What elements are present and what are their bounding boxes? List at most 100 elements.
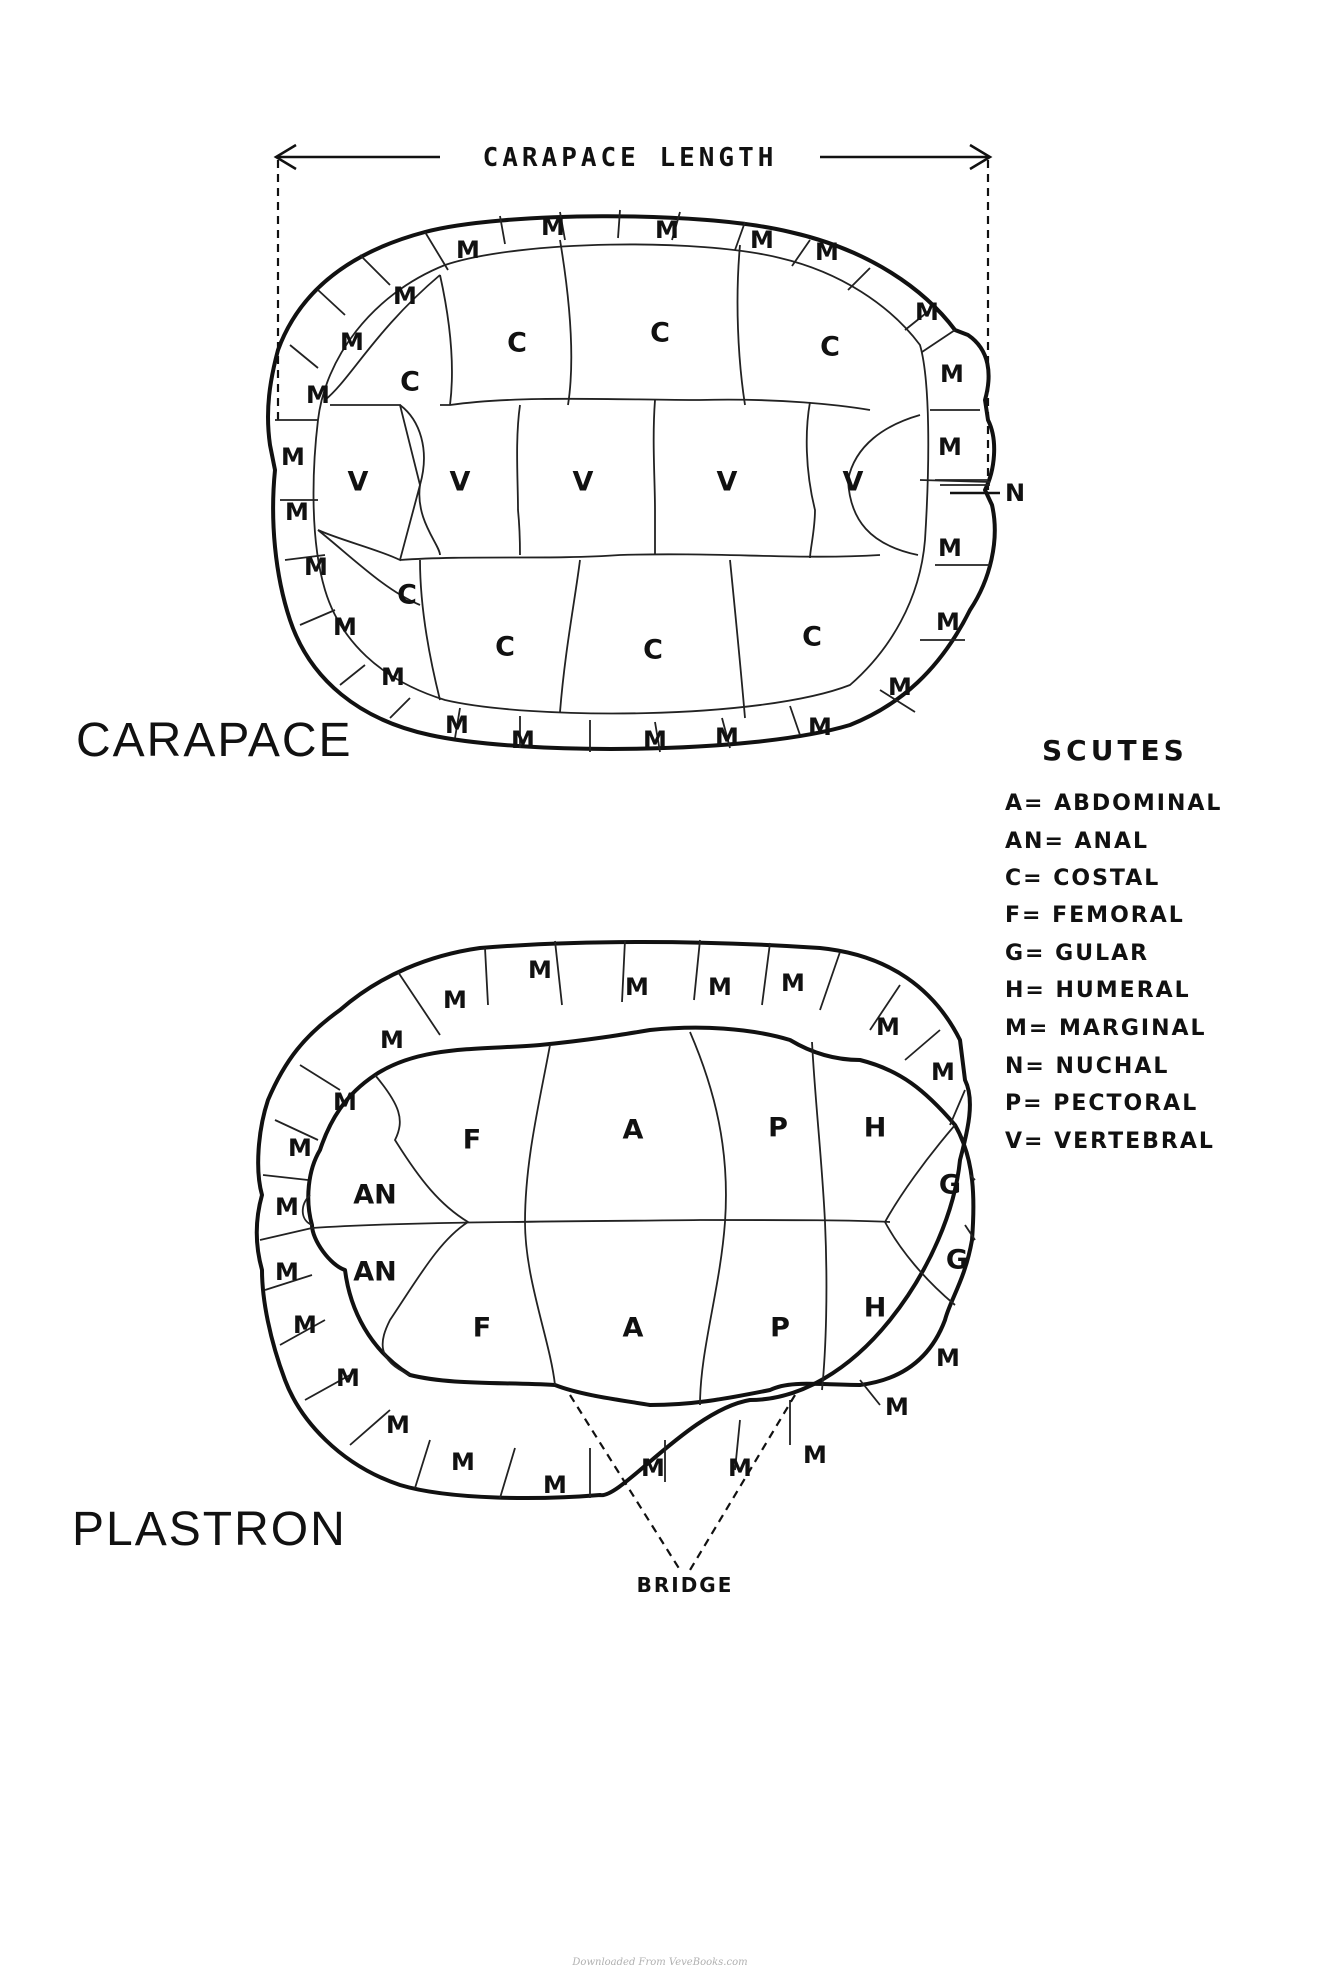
marginal-label: M [285, 498, 309, 526]
anal-label: AN [353, 1180, 397, 1211]
abdominal-label: A [623, 1115, 644, 1146]
marginal-label: M [451, 1448, 475, 1476]
marginal-label: M [443, 986, 467, 1014]
marginal-label: M [393, 282, 417, 310]
marginal-label: M [625, 973, 649, 1001]
legend-item: P= PECTORAL [1005, 1091, 1198, 1116]
marginal-label: M [655, 216, 679, 244]
marginal-label: M [808, 713, 832, 741]
marginal-label: M [288, 1134, 312, 1162]
marginal-label: M [380, 1026, 404, 1054]
plastron-marginal-seams [259, 939, 976, 1499]
carapace-inner-seam [312, 243, 930, 715]
marginal-label: M [386, 1411, 410, 1439]
marginal-label: M [511, 726, 535, 754]
bridge-label: BRIDGE [637, 1573, 734, 1597]
plastron-title: PLASTRON [72, 1503, 347, 1556]
legend-item: M= MARGINAL [1005, 1016, 1207, 1041]
abdominal-label: A [623, 1313, 644, 1344]
femoral-label: F [463, 1125, 481, 1156]
legend-item: AN= ANAL [1005, 829, 1149, 854]
carapace-diagram: CARAPACE LENGTH [76, 143, 1025, 767]
vertebral-label: V [450, 467, 471, 498]
pectoral-label: P [770, 1313, 790, 1344]
marginal-label: M [750, 226, 774, 254]
costal-label: C [400, 367, 420, 398]
marginal-label: M [643, 726, 667, 754]
anal-label: AN [353, 1257, 397, 1288]
gular-label: G [939, 1170, 961, 1201]
legend-item: N= NUCHAL [1005, 1054, 1169, 1079]
bridge-pointer: BRIDGE [569, 1394, 796, 1597]
carapace-length-dimension: CARAPACE LENGTH [273, 143, 993, 490]
costal-label: C [507, 328, 527, 359]
marginal-label: M [275, 1258, 299, 1286]
costal-label: C [643, 635, 663, 666]
vertebral-label: V [348, 467, 369, 498]
marginal-label: M [931, 1058, 955, 1086]
marginal-label: M [306, 381, 330, 409]
marginal-label: M [781, 969, 805, 997]
costal-label: C [397, 580, 417, 611]
marginal-label: M [915, 298, 939, 326]
costal-label: C [650, 318, 670, 349]
marginal-label: M [275, 1193, 299, 1221]
legend-item: G= GULAR [1005, 941, 1149, 966]
carapace-outline [266, 214, 997, 751]
nuchal-label: N [1005, 479, 1025, 507]
marginal-label: M [543, 1471, 567, 1499]
vertebral-label: V [573, 467, 594, 498]
marginal-label: M [708, 973, 732, 1001]
humeral-label: H [864, 1113, 887, 1144]
gular-label: G [946, 1245, 968, 1276]
legend-title: SCUTES [1042, 734, 1188, 767]
marginal-label: M [885, 1393, 909, 1421]
marginal-label: M [528, 956, 552, 984]
legend-item: A= ABDOMINAL [1005, 791, 1222, 816]
marginal-label: M [815, 238, 839, 266]
marginal-label: M [333, 613, 357, 641]
femoral-label: F [473, 1313, 491, 1344]
carapace-title: CARAPACE [76, 714, 353, 767]
plastron-inner-outline [306, 1025, 976, 1407]
costal-label: C [820, 332, 840, 363]
marginal-label: M [340, 328, 364, 356]
vertebral-label: V [717, 467, 738, 498]
carapace-marginal-seams [275, 209, 990, 753]
marginal-label: M [940, 360, 964, 388]
scutes-legend: SCUTES A= ABDOMINAL AN= ANAL C= COSTAL F… [1005, 734, 1222, 1154]
marginal-label: M [641, 1454, 665, 1482]
costal-label: C [802, 622, 822, 653]
vertebral-label: V [843, 467, 864, 498]
marginal-label: M [936, 608, 960, 636]
legend-item: H= HUMERAL [1005, 978, 1191, 1003]
plastron-central-seams [311, 1031, 976, 1406]
marginal-label: M [304, 553, 328, 581]
marginal-label: M [715, 723, 739, 751]
marginal-label: M [728, 1454, 752, 1482]
nuchal-pointer: N [950, 479, 1025, 507]
marginal-label: M [445, 711, 469, 739]
legend-item: C= COSTAL [1005, 866, 1160, 891]
marginal-label: M [803, 1441, 827, 1469]
marginal-label: M [381, 663, 405, 691]
marginal-label: M [281, 443, 305, 471]
carapace-central-seams [317, 239, 991, 719]
humeral-label: H [864, 1293, 887, 1324]
carapace-length-label: CARAPACE LENGTH [483, 143, 778, 173]
marginal-label: M [936, 1344, 960, 1372]
plastron-diagram: BRIDGE M M M M M M M M M M M M M M M M M… [72, 939, 976, 1597]
footer-credit: Downloaded From VeveBooks.com [571, 1957, 747, 1968]
marginal-label: M [293, 1311, 317, 1339]
marginal-label: M [876, 1013, 900, 1041]
plastron-scute-labels: M M M M M M M M M M M M M M M M M M M M … [275, 956, 968, 1499]
marginal-label: M [456, 236, 480, 264]
marginal-label: M [938, 433, 962, 461]
pectoral-label: P [768, 1113, 788, 1144]
marginal-label: M [336, 1364, 360, 1392]
marginal-label: M [888, 673, 912, 701]
marginal-label: M [541, 213, 565, 241]
costal-label: C [495, 632, 515, 663]
marginal-label: M [333, 1088, 357, 1116]
